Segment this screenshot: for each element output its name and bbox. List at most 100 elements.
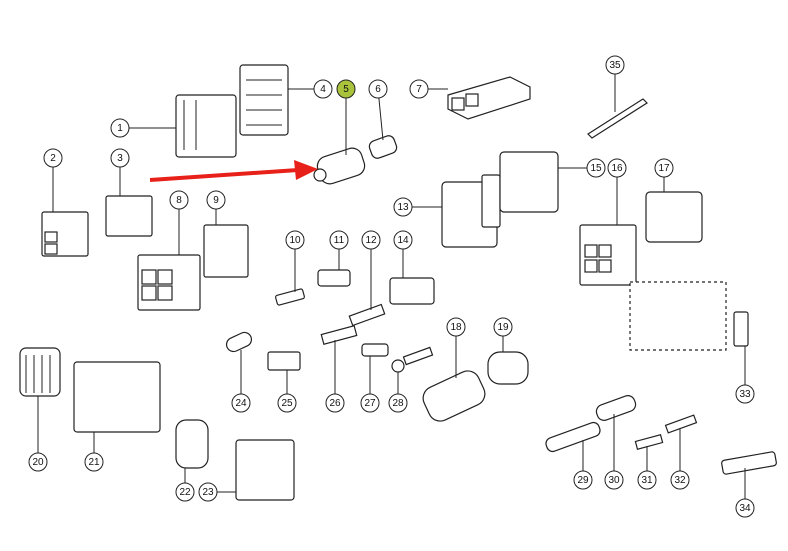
callout-14[interactable]: 14 xyxy=(393,230,413,250)
callout-circle xyxy=(231,393,251,413)
callout-4[interactable]: 4 xyxy=(313,79,333,99)
part-3 xyxy=(105,195,153,237)
callout-circle xyxy=(670,470,690,490)
callout-29[interactable]: 29 xyxy=(573,470,593,490)
callout-number: 18 xyxy=(450,322,462,333)
callout-number: 34 xyxy=(739,503,751,514)
part-11 xyxy=(317,269,351,287)
part-21 xyxy=(73,361,161,433)
callout-number: 24 xyxy=(235,398,247,409)
callout-circle xyxy=(388,393,408,413)
callout-number: 19 xyxy=(497,322,509,333)
callout-circle xyxy=(604,470,624,490)
callout-2[interactable]: 2 xyxy=(43,148,63,168)
callout-19[interactable]: 19 xyxy=(493,317,513,337)
callout-5[interactable]: 5 xyxy=(336,79,356,99)
callout-circle xyxy=(493,317,513,337)
callout-number: 33 xyxy=(739,389,751,400)
callout-number: 9 xyxy=(213,195,219,206)
callout-13[interactable]: 13 xyxy=(393,197,413,217)
part-15 xyxy=(499,151,559,213)
callout-28[interactable]: 28 xyxy=(388,393,408,413)
part-31 xyxy=(634,434,664,450)
callout-number: 2 xyxy=(50,153,56,164)
callout-circle xyxy=(393,197,413,217)
part-33 xyxy=(733,311,749,347)
part-17 xyxy=(645,191,703,243)
callout-circle xyxy=(654,158,674,178)
callout-number: 20 xyxy=(32,457,44,468)
callout-9[interactable]: 9 xyxy=(206,190,226,210)
callout-12[interactable]: 12 xyxy=(361,230,381,250)
callout-circle xyxy=(361,230,381,250)
part-29 xyxy=(545,421,601,453)
callout-1[interactable]: 1 xyxy=(110,118,130,138)
callout-17[interactable]: 17 xyxy=(654,158,674,178)
callout-31[interactable]: 31 xyxy=(637,470,657,490)
callout-circle xyxy=(43,148,63,168)
callout-number: 16 xyxy=(611,163,623,174)
callout-number: 25 xyxy=(281,398,293,409)
callout-circle xyxy=(84,452,104,472)
callout-number: 12 xyxy=(365,235,377,246)
callout-circle xyxy=(175,482,195,502)
callout-33[interactable]: 33 xyxy=(735,384,755,404)
part-10 xyxy=(275,288,305,306)
callout-34[interactable]: 34 xyxy=(735,498,755,518)
callout-23[interactable]: 23 xyxy=(198,482,218,502)
part-33-housing xyxy=(629,281,727,351)
callout-16[interactable]: 16 xyxy=(607,158,627,178)
callout-22[interactable]: 22 xyxy=(175,482,195,502)
callout-circle xyxy=(446,317,466,337)
callout-26[interactable]: 26 xyxy=(325,393,345,413)
callout-circle xyxy=(586,158,606,178)
callout-35[interactable]: 35 xyxy=(605,55,625,75)
callout-21[interactable]: 21 xyxy=(84,452,104,472)
callout-number: 27 xyxy=(364,398,376,409)
red-arrow xyxy=(149,160,318,182)
part-32 xyxy=(664,414,698,434)
part-35 xyxy=(587,98,648,139)
part-20 xyxy=(19,347,61,397)
callout-11[interactable]: 11 xyxy=(329,230,349,250)
callout-10[interactable]: 10 xyxy=(285,230,305,250)
callout-number: 28 xyxy=(392,398,404,409)
part-19 xyxy=(487,351,529,385)
callout-32[interactable]: 32 xyxy=(670,470,690,490)
callout-circle xyxy=(735,384,755,404)
callout-circle xyxy=(607,158,627,178)
part-14 xyxy=(389,277,435,305)
callout-circle xyxy=(325,393,345,413)
part-13 xyxy=(441,174,501,248)
callout-number: 21 xyxy=(88,457,100,468)
part-25 xyxy=(267,351,301,371)
part-18 xyxy=(422,370,486,422)
callout-circle xyxy=(360,393,380,413)
callout-number: 8 xyxy=(176,195,182,206)
callout-30[interactable]: 30 xyxy=(604,470,624,490)
part-12 xyxy=(348,303,386,327)
callout-27[interactable]: 27 xyxy=(360,393,380,413)
callout-20[interactable]: 20 xyxy=(28,452,48,472)
callout-number: 7 xyxy=(416,84,422,95)
part-7 xyxy=(447,76,531,120)
callout-number: 11 xyxy=(334,235,345,246)
callout-number: 17 xyxy=(658,163,670,174)
callout-circle xyxy=(285,230,305,250)
callout-circle xyxy=(28,452,48,472)
callout-7[interactable]: 7 xyxy=(409,79,429,99)
callout-number: 1 xyxy=(117,123,123,134)
callout-circle xyxy=(198,482,218,502)
callout-number: 5 xyxy=(343,84,349,95)
callout-24[interactable]: 24 xyxy=(231,393,251,413)
part-6 xyxy=(368,135,398,159)
callout-8[interactable]: 8 xyxy=(169,190,189,210)
callout-6[interactable]: 6 xyxy=(368,79,388,99)
callout-25[interactable]: 25 xyxy=(277,393,297,413)
callout-15[interactable]: 15 xyxy=(586,158,606,178)
callout-3[interactable]: 3 xyxy=(110,148,130,168)
callout-18[interactable]: 18 xyxy=(446,317,466,337)
callout-circle xyxy=(409,79,429,99)
